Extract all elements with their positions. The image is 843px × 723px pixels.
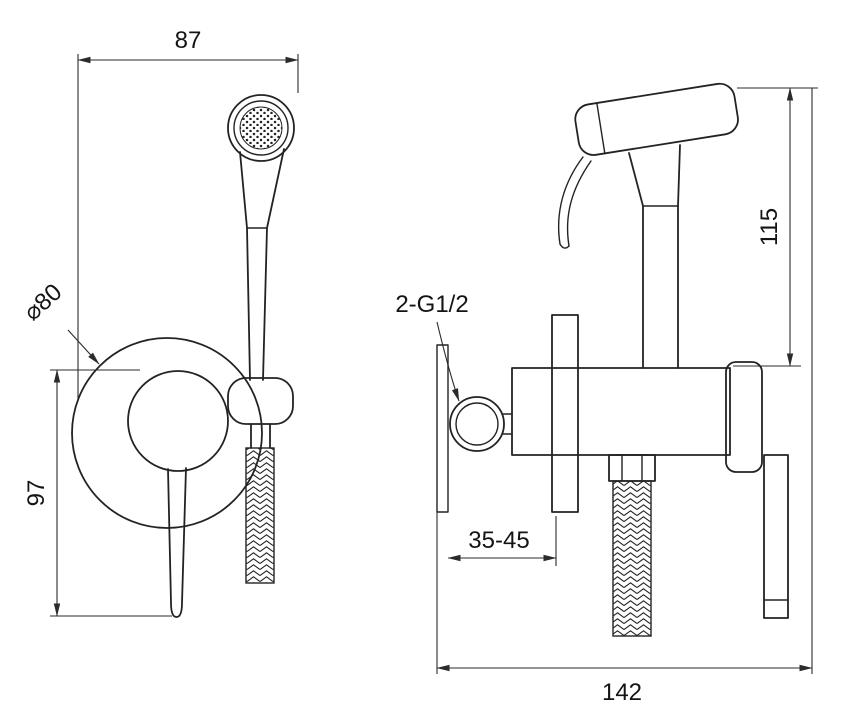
spray-head-front <box>227 94 295 162</box>
sprayer-handle-front <box>239 148 285 381</box>
spray-face-dots <box>239 106 283 150</box>
wall-plate-circle <box>71 337 263 529</box>
hose-thread-front <box>245 423 275 584</box>
threaded-inlet-pipe <box>608 454 656 637</box>
side-height-dim-label: 115 <box>756 208 783 246</box>
side-view: 115 2-G1/2 <box>395 82 818 706</box>
cartridge-circle <box>127 370 229 472</box>
plate-diameter-leader <box>67 329 100 365</box>
hose-outlet-side <box>763 454 789 619</box>
holder-bracket-side <box>725 361 763 473</box>
wall-section <box>436 344 449 513</box>
mixer-lever <box>167 467 187 618</box>
plate-diameter-label: ⌀80 <box>19 279 68 327</box>
valve-body <box>511 367 731 456</box>
thread-spec-leader <box>436 321 460 402</box>
sprayer-head-side <box>574 82 739 156</box>
escutcheon-plate-side <box>551 314 579 513</box>
trigger-lever <box>557 156 592 249</box>
depth-dim-label: 35-45 <box>468 527 529 554</box>
handle-tube-side <box>628 144 681 369</box>
total-depth-dim-label: 142 <box>602 679 642 706</box>
thread-spec-label: 2-G1/2 <box>395 291 468 318</box>
holder-bracket-front <box>227 377 294 425</box>
front-width-dim-label: 87 <box>175 27 202 54</box>
front-height-dim-label: 97 <box>23 480 50 507</box>
front-view: 87 97 ⌀80 <box>19 27 299 618</box>
inlet-connection <box>449 396 513 452</box>
